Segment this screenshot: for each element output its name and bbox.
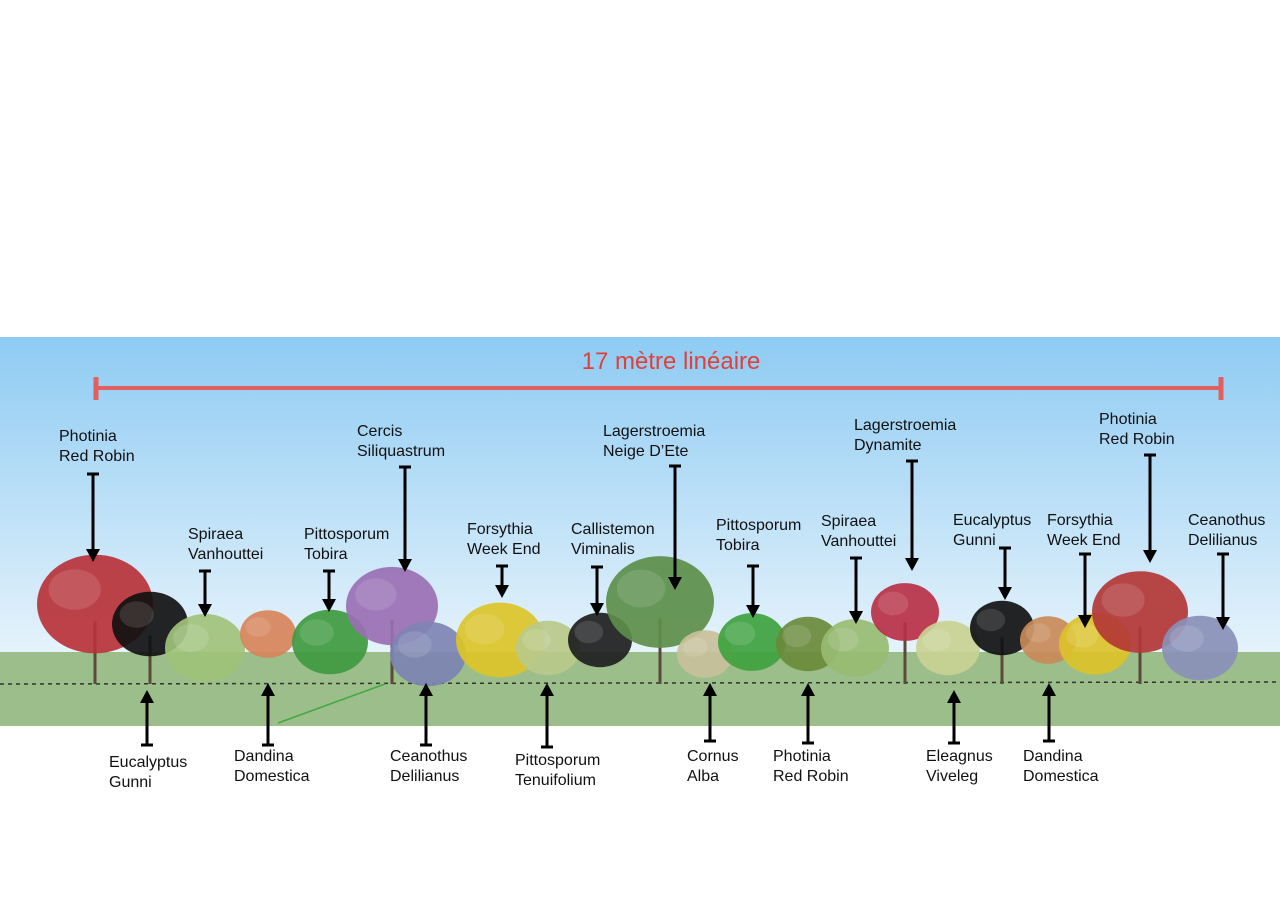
guide-line [277, 683, 386, 724]
arrow-forsythia-week-end-2 [1078, 552, 1092, 628]
arrow-eucalyptus-gunni-2 [998, 546, 1012, 600]
hedge-length-title: 17 mètre linéaire [581, 348, 761, 375]
plant-ceanothus-delilianus-1 [390, 621, 466, 687]
plant-eleagnus-viveleg [916, 620, 980, 676]
arrow-callistemon-viminalis [590, 565, 604, 616]
planting-line [0, 681, 1280, 685]
plant-dandina-domestica-1 [240, 610, 296, 658]
plant-eucalyptus-gunni-2 [970, 600, 1034, 684]
arrow-cornus-alba [703, 683, 717, 743]
plant-pittosporum-tobira-2 [718, 613, 786, 671]
arrow-ceanothus-delilianus-2 [1216, 552, 1230, 630]
plant-pittosporum-tobira-1 [292, 609, 368, 675]
plant-photinia-red-robin-3 [1092, 571, 1188, 684]
arrow-pittosporum-tenuifolium [540, 683, 554, 749]
plant-spiraea-vanhouttei-1 [165, 614, 245, 682]
hedge-plants [37, 554, 1238, 687]
arrow-eleagnus-viveleg [947, 690, 961, 745]
plant-pittosporum-tenuifolium [516, 620, 580, 676]
arrow-photinia-red-robin-1 [86, 472, 100, 562]
arrow-lagerstroemia-neige-dete [668, 464, 682, 590]
measure-bar [93, 377, 1224, 400]
plant-lagerstroemia-neige-dete [606, 556, 714, 684]
arrow-lagerstroemia-dynamite [905, 459, 919, 571]
plant-arrows [86, 453, 1230, 749]
plant-cercis-siliquastrum [346, 566, 438, 684]
arrow-spiraea-vanhouttei-1 [198, 569, 212, 617]
plant-lagerstroemia-dynamite [871, 583, 939, 684]
arrow-forsythia-week-end-1 [495, 564, 509, 598]
plant-ceanothus-delilianus-2 [1162, 615, 1238, 681]
arrow-dandina-domestica-1 [261, 683, 275, 747]
arrow-pittosporum-tobira-2 [746, 564, 760, 618]
plant-spiraea-vanhouttei-2 [821, 619, 889, 677]
arrow-spiraea-vanhouttei-2 [849, 556, 863, 624]
arrow-photinia-red-robin-3 [1143, 453, 1157, 563]
arrow-pittosporum-tobira-1 [322, 569, 336, 612]
arrow-dandina-domestica-2 [1042, 683, 1056, 743]
arrow-ceanothus-delilianus-1 [419, 683, 433, 747]
arrow-photinia-red-robin-2 [801, 683, 815, 745]
arrow-eucalyptus-gunni-1 [140, 690, 154, 747]
arrow-cercis-siliquastrum [398, 465, 412, 572]
